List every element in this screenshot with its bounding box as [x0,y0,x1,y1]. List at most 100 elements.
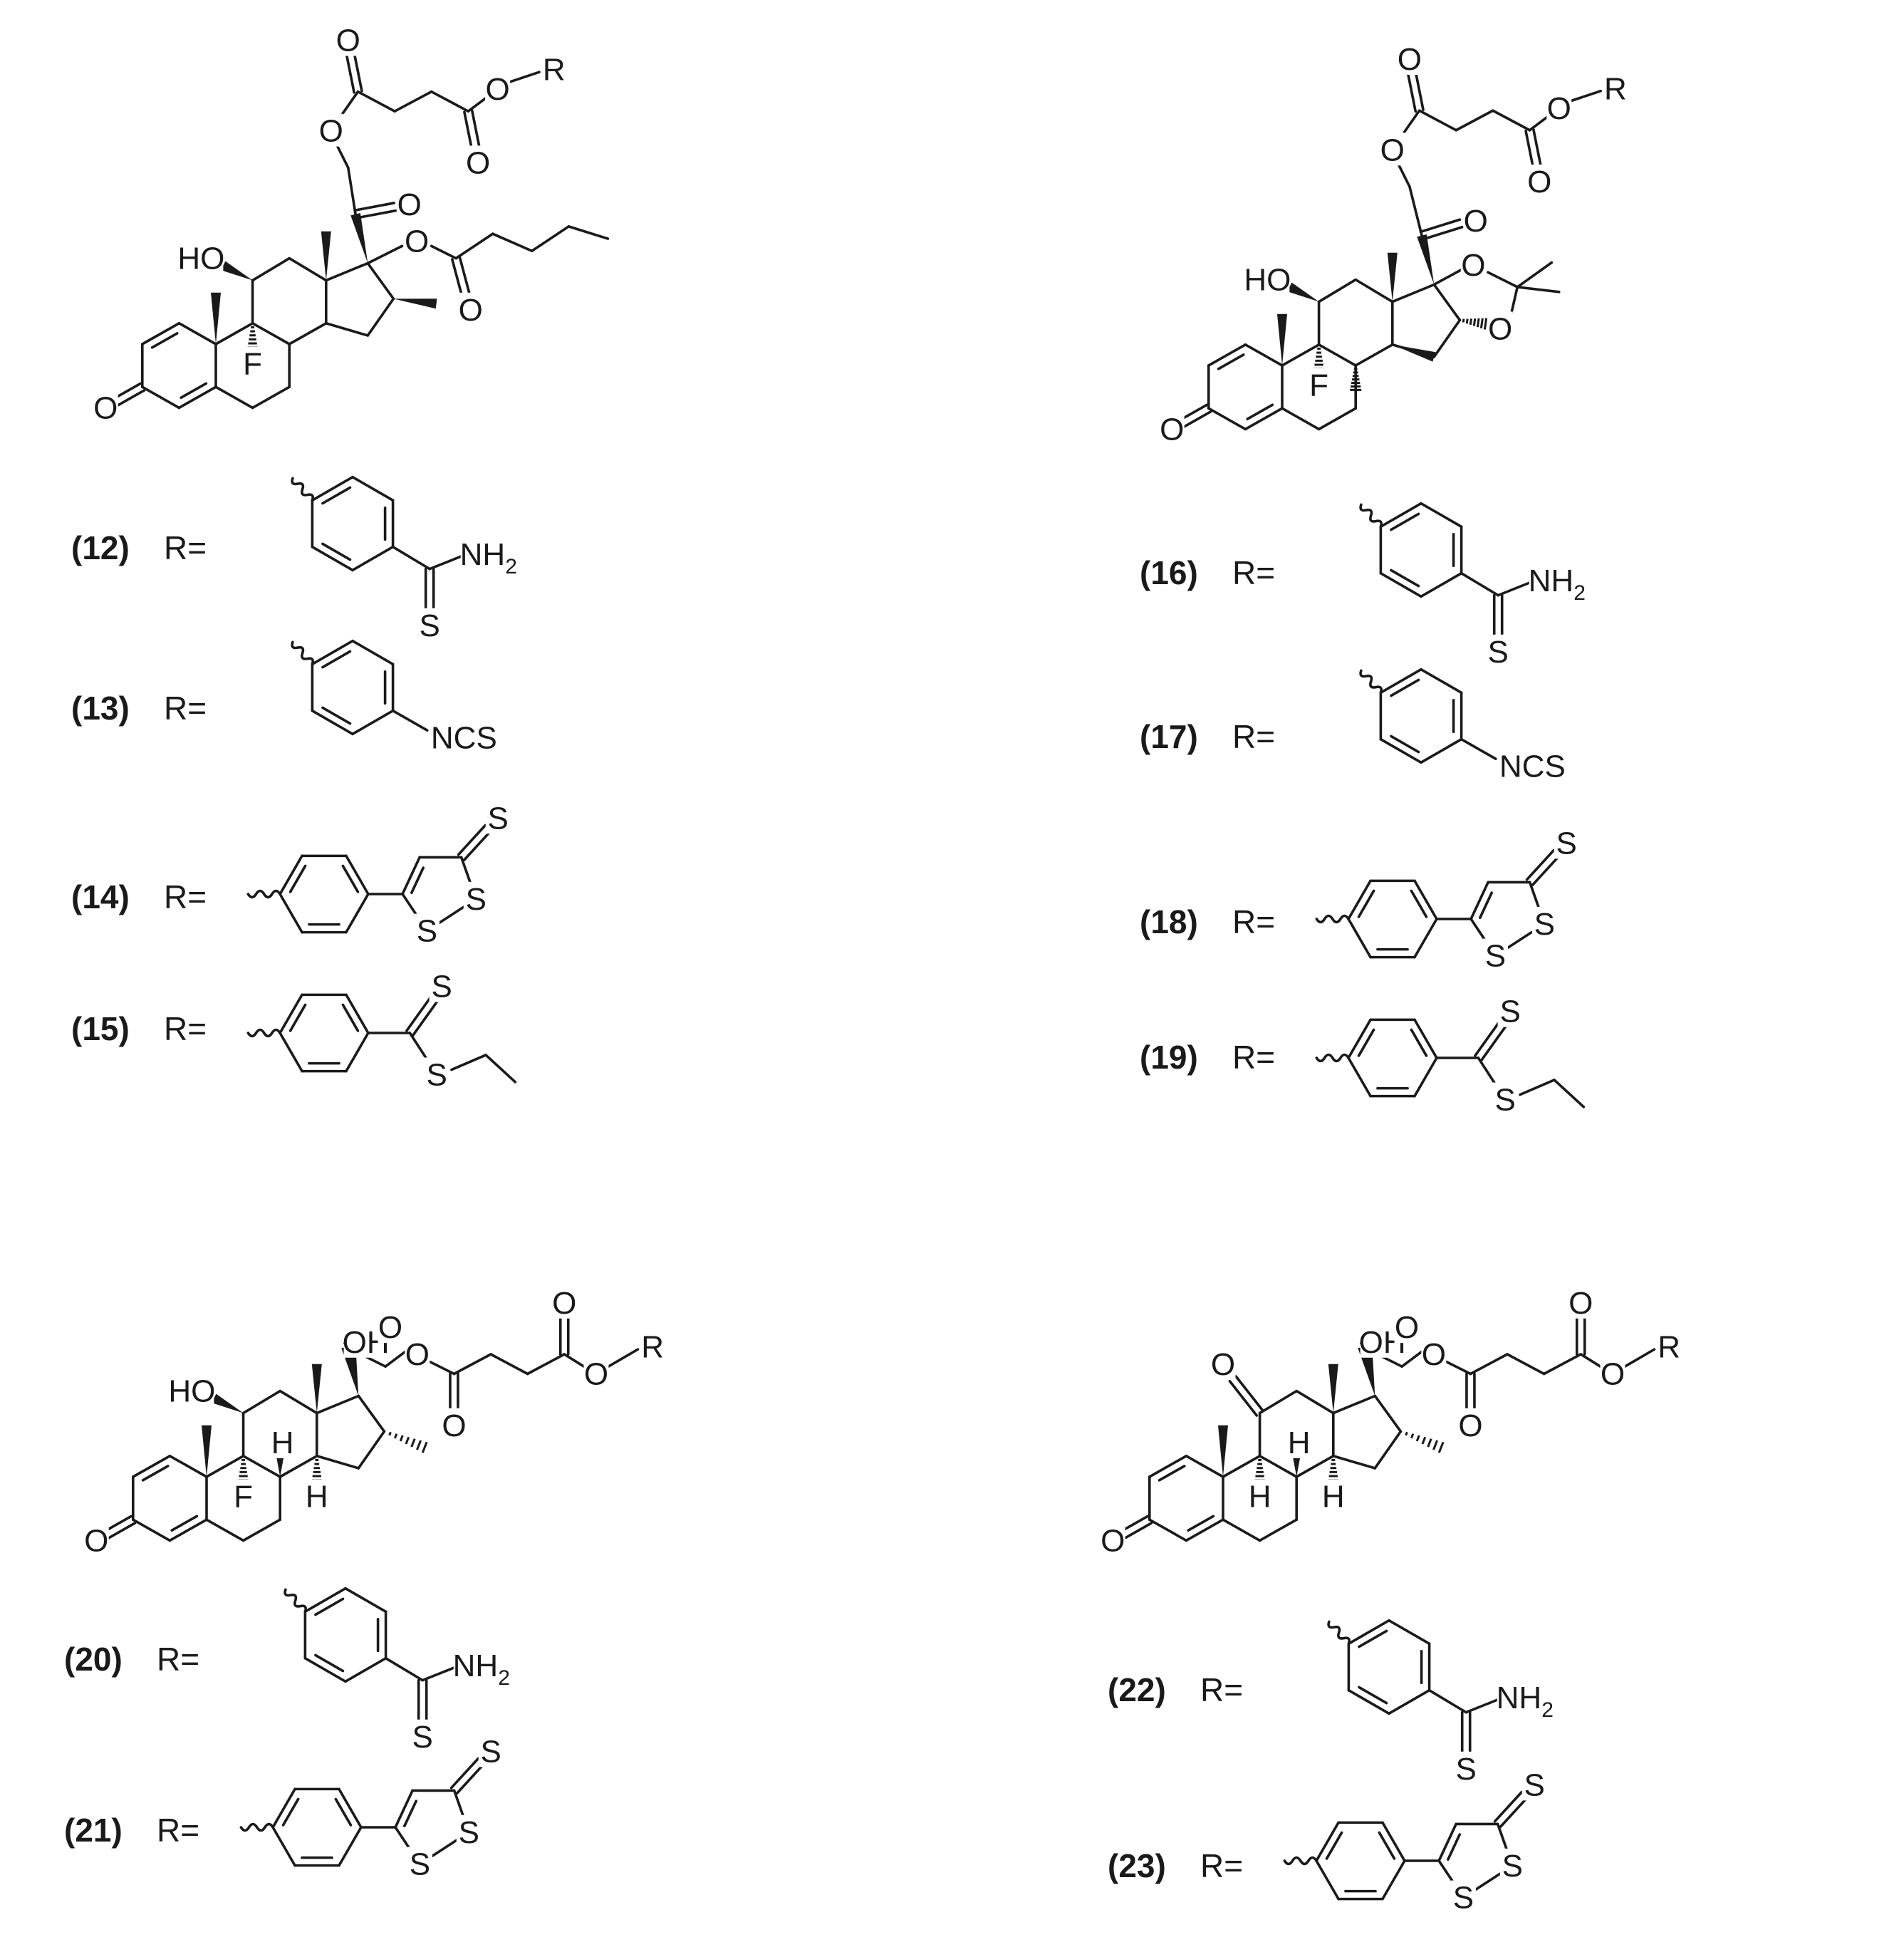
label-halo [432,720,496,754]
ester-bond [467,95,489,113]
attachment-wavy-bond [283,1588,307,1614]
label-halo [541,52,567,85]
aromatic-inner [1390,512,1420,531]
ring-d-bond [1373,1430,1403,1470]
aromatic-inner [321,706,352,725]
c20-wedge [350,212,368,264]
r-label: R [1604,71,1627,106]
oxygen-label: O [319,114,343,149]
ethyl-bond [1553,1079,1586,1108]
label-halo [640,1329,665,1363]
label-halo [1460,247,1486,281]
ketone-c20 [355,209,397,219]
succinyl-bond [1455,109,1494,132]
ring-a-bond [177,385,217,410]
compound-22: (22)R= [1108,1671,1243,1708]
sulfur-label: S [488,801,509,836]
valerate-chain [491,232,534,253]
r-equals-label: R= [164,878,207,915]
label-halo [1487,311,1513,345]
aromatic-bond [1420,668,1463,695]
r-equals-label: R= [164,1010,207,1047]
c20-wedge [1417,234,1435,285]
sulfur-label: S [431,970,452,1004]
ethyl-bond [1519,1079,1556,1096]
sulfur-label: S [420,608,440,643]
r-equals-label: R= [164,529,207,566]
hash-stroke [1437,1441,1445,1453]
label-halo [456,1814,482,1848]
compound-17: (17)R= [1140,718,1275,755]
aromatic-inner [321,542,352,561]
aromatic-bond [311,475,354,502]
r-label: R [641,1330,664,1365]
isothiocyanate-label: NCS [1499,749,1566,784]
r-equals-label: R= [1232,1039,1275,1076]
ring-c-bond [288,256,328,282]
succinyl-bond [489,1353,529,1376]
attachment-wavy-bond [1359,669,1383,695]
label-halo [1394,1310,1420,1344]
ring-d-bond [1332,1454,1377,1470]
compound-number: (12) [71,529,130,566]
compound-16: (16)R= [1140,554,1275,591]
ring-d-bond [357,1394,386,1433]
aromatic-inner [1357,1028,1375,1057]
hash-stroke [410,1438,416,1448]
label-halo [240,346,266,380]
hydroxyl-label: HO [168,1374,215,1409]
sulfur-label: S [459,1815,479,1850]
acetonide-bond [1432,269,1462,286]
ketone-c20 [1421,225,1464,241]
label-halo [1457,1408,1483,1441]
ring-d-bond [324,321,370,337]
ring-b-bond [205,1518,245,1542]
oxygen-label: O [378,1310,402,1345]
methyl-c10-wedge [1218,1425,1228,1477]
thioamide-bond [1497,579,1536,597]
label-halo [1397,42,1422,75]
oxygen-label: O [84,1523,108,1558]
label-halo [1247,1479,1273,1512]
sulfur-label: S [1456,1752,1477,1787]
compound-13: (13)R= [71,690,207,727]
aromatic-bond [338,1826,363,1867]
aromatic-inner [288,1003,307,1032]
ring-d-bond [315,1454,360,1470]
label-halo [1421,1337,1447,1370]
r-label: R [543,53,566,88]
aromatic-bond [1413,1056,1438,1098]
succinyl-bond [393,90,433,113]
methyl-c10-wedge [1277,313,1287,365]
ethyl-bond [450,1054,487,1071]
hash-stroke [1432,1440,1439,1450]
label-halo [318,113,344,147]
ring-d-bond [357,1430,386,1470]
methyl-c13-wedge [321,231,331,281]
compound-number: (21) [64,1812,123,1849]
label-halo [414,913,439,947]
ester-carbonyl [1532,128,1542,168]
acetonide-bond [1487,271,1519,289]
r-equals-label: R= [1200,1671,1243,1708]
hydroxyl-c17-wedge [346,1353,359,1396]
ring-a-bond [141,321,181,346]
r-label: R [1658,1330,1680,1365]
ethyl-bond [484,1054,517,1084]
sulfur-label: S [417,914,437,949]
bond-layer [93,53,1656,1901]
label-halo [170,1373,214,1407]
methyl-c16-wedge [393,298,437,309]
aromatic-bond [303,1587,347,1614]
r-equals-label: R= [1232,554,1275,591]
label-halo [270,1425,296,1458]
attachment-wavy-bond [1315,1053,1350,1063]
label-halo [1554,826,1579,859]
ring-a-double-bond [1217,353,1245,370]
sulfur-label: S [1485,939,1506,974]
ring-b-bond [214,321,254,346]
label-halo [1546,90,1572,124]
ester-bond [428,1360,456,1376]
oxygen-label: O [1160,412,1184,447]
atom-subscript: 2 [505,555,517,578]
